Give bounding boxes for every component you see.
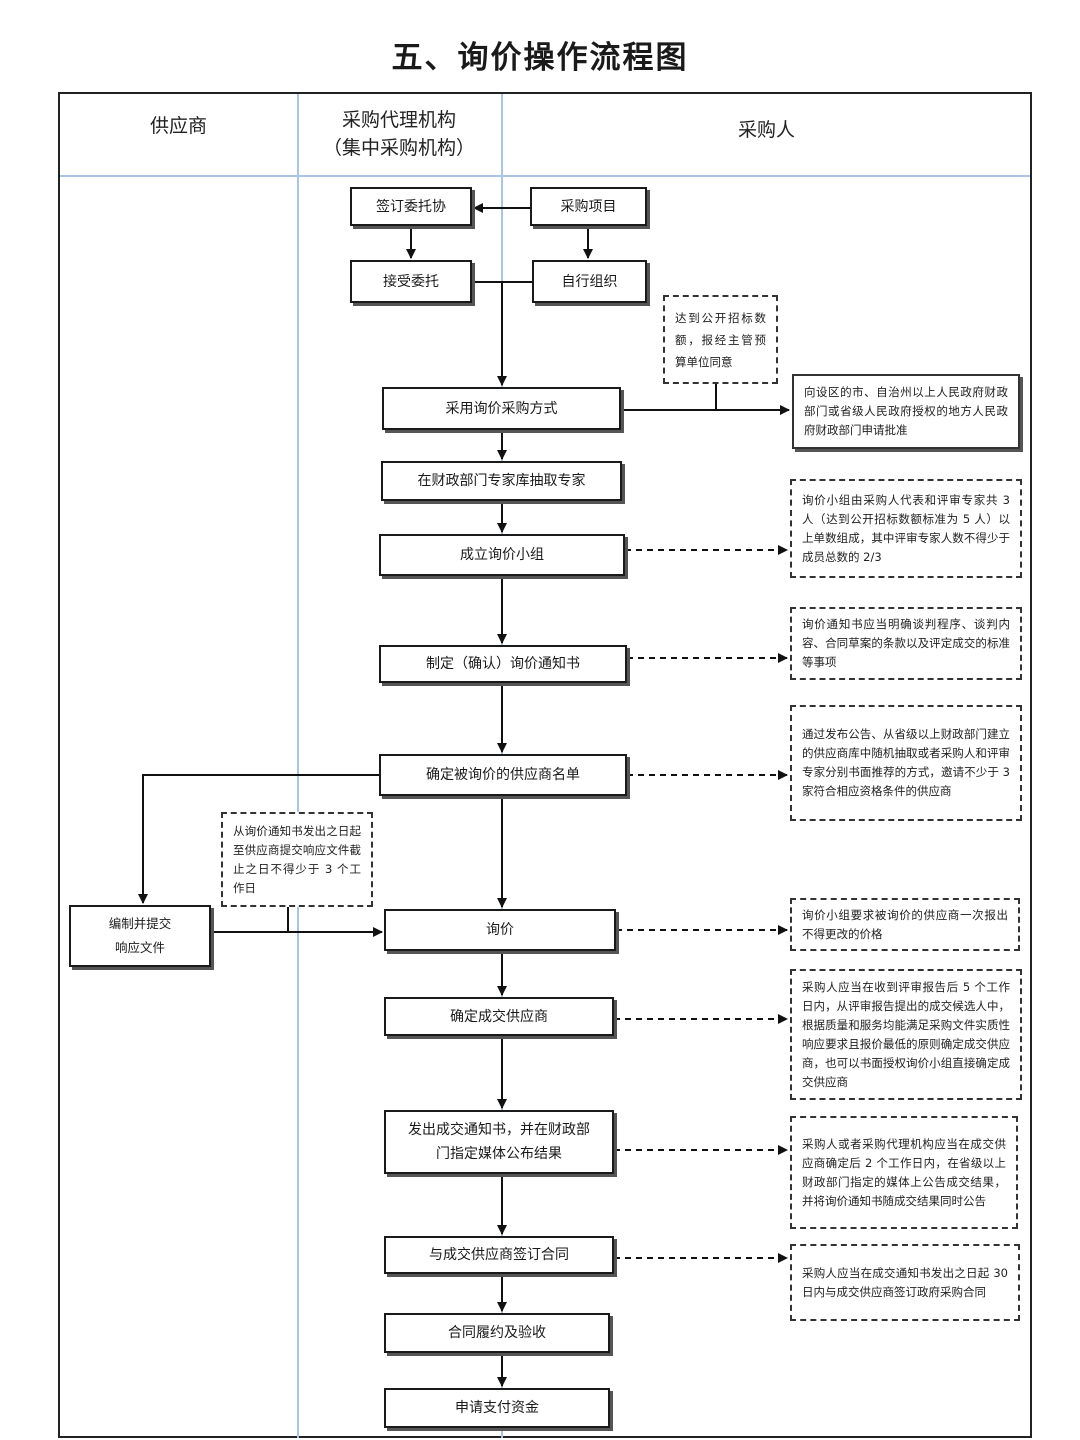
node-self-organize: 自行组织 xyxy=(532,260,647,303)
node-confirm-list: 确定被询价的供应商名单 xyxy=(379,754,627,796)
note-apply-approval-text: 向设区的市、自治州以上人民政府财政部门或省级人民政府授权的地方人民政府财政部门申… xyxy=(804,385,1008,437)
note-response-deadline-text: 从询价通知书发出之日起至供应商提交响应文件截止之日不得少于 3 个工作日 xyxy=(233,823,361,895)
note-public-threshold-text: 达到公开招标数额，报经主管预算单位同意 xyxy=(675,310,766,369)
note-response-deadline: 从询价通知书发出之日起至供应商提交响应文件截止之日不得少于 3 个工作日 xyxy=(221,812,373,907)
node-adopt-inquiry: 采用询价采购方式 xyxy=(382,387,621,430)
note-confirm-within5: 采购人应当在收到评审报告后 5 个工作日内，从评审报告提出的成交候选人中，根据质… xyxy=(790,969,1022,1100)
note-one-time-price: 询价小组要求被询价的供应商一次报出不得更改的价格 xyxy=(790,898,1020,951)
node-prepare-response-line2: 响应文件 xyxy=(114,940,165,955)
note-public-threshold: 达到公开招标数额，报经主管预算单位同意 xyxy=(663,295,778,384)
lane-header-supplier: 供应商 xyxy=(149,115,207,137)
node-accept-entrust: 接受委托 xyxy=(350,260,472,303)
note-confirm-within5-text: 采购人应当在收到评审报告后 5 个工作日内，从评审报告提出的成交候选人中，根据质… xyxy=(802,979,1010,1089)
node-extract-experts: 在财政部门专家库抽取专家 xyxy=(381,461,622,501)
lane-header-agency: 采购代理机构 （集中采购机构） xyxy=(299,106,499,162)
note-supplier-selection-text: 通过发布公告、从省级以上财政部门建立的供应商库中随机抽取或者采购人和评审专家分别… xyxy=(802,727,1010,798)
note-group-composition: 询价小组由采购人代表和评审专家共 3 人（达到公开招标数额标准为 5 人）以上单… xyxy=(790,479,1022,578)
note-one-time-price-text: 询价小组要求被询价的供应商一次报出不得更改的价格 xyxy=(802,907,1008,941)
node-issue-notice-line2: 门指定媒体公布结果 xyxy=(436,1146,562,1162)
page-title: 五、询价操作流程图 xyxy=(391,40,689,76)
node-make-notice: 制定（确认）询价通知书 xyxy=(379,645,627,683)
node-confirm-supplier: 确定成交供应商 xyxy=(384,997,614,1036)
lane-divider-1 xyxy=(297,94,299,1438)
note-group-composition-text: 询价小组由采购人代表和评审专家共 3 人（达到公开招标数额标准为 5 人）以上单… xyxy=(802,492,1010,564)
node-sign-entrust: 签订委托协 xyxy=(350,187,472,226)
note-notice-content-text: 询价通知书应当明确谈判程序、谈判内容、合同草案的条款以及评定成交的标准等事项 xyxy=(802,617,1010,669)
note-notice-content: 询价通知书应当明确谈判程序、谈判内容、合同草案的条款以及评定成交的标准等事项 xyxy=(790,607,1022,680)
node-prepare-response-line1: 编制并提交 xyxy=(108,916,172,931)
node-purchase-project: 采购项目 xyxy=(530,187,647,226)
node-form-group: 成立询价小组 xyxy=(379,534,625,576)
note-contract-within30-text: 采购人应当在成交通知书发出之日起 30 日内与成交供应商签订政府采购合同 xyxy=(802,1265,1008,1299)
node-issue-notice: 发出成交通知书，并在财政部 门指定媒体公布结果 xyxy=(384,1110,614,1174)
note-contract-within30: 采购人应当在成交通知书发出之日起 30 日内与成交供应商签订政府采购合同 xyxy=(790,1244,1020,1321)
lane-header-purchaser: 采购人 xyxy=(737,119,795,141)
note-supplier-selection: 通过发布公告、从省级以上财政部门建立的供应商库中随机抽取或者采购人和评审专家分别… xyxy=(790,705,1022,821)
node-sign-contract: 与成交供应商签订合同 xyxy=(384,1236,614,1274)
note-announce-within2: 采购人或者采购代理机构应当在成交供应商确定后 2 个工作日内，在省级以上财政部门… xyxy=(790,1116,1018,1229)
note-announce-within2-text: 采购人或者采购代理机构应当在成交供应商确定后 2 个工作日内，在省级以上财政部门… xyxy=(802,1136,1006,1208)
node-perform-accept: 合同履约及验收 xyxy=(384,1313,610,1353)
node-inquiry: 询价 xyxy=(384,909,616,951)
node-issue-notice-line1: 发出成交通知书，并在财政部 xyxy=(408,1122,590,1138)
node-prepare-response: 编制并提交 响应文件 xyxy=(69,905,211,967)
lane-header-agency-line1: 采购代理机构 xyxy=(341,109,456,131)
diagram-frame xyxy=(58,92,1032,1438)
node-apply-payment: 申请支付资金 xyxy=(384,1388,610,1428)
lane-header-divider xyxy=(60,175,1030,177)
lane-header-agency-line2: （集中采购机构） xyxy=(322,137,475,159)
arrow-list-to-response xyxy=(138,774,379,904)
note-apply-approval: 向设区的市、自治州以上人民政府财政部门或省级人民政府授权的地方人民政府财政部门申… xyxy=(792,374,1020,449)
